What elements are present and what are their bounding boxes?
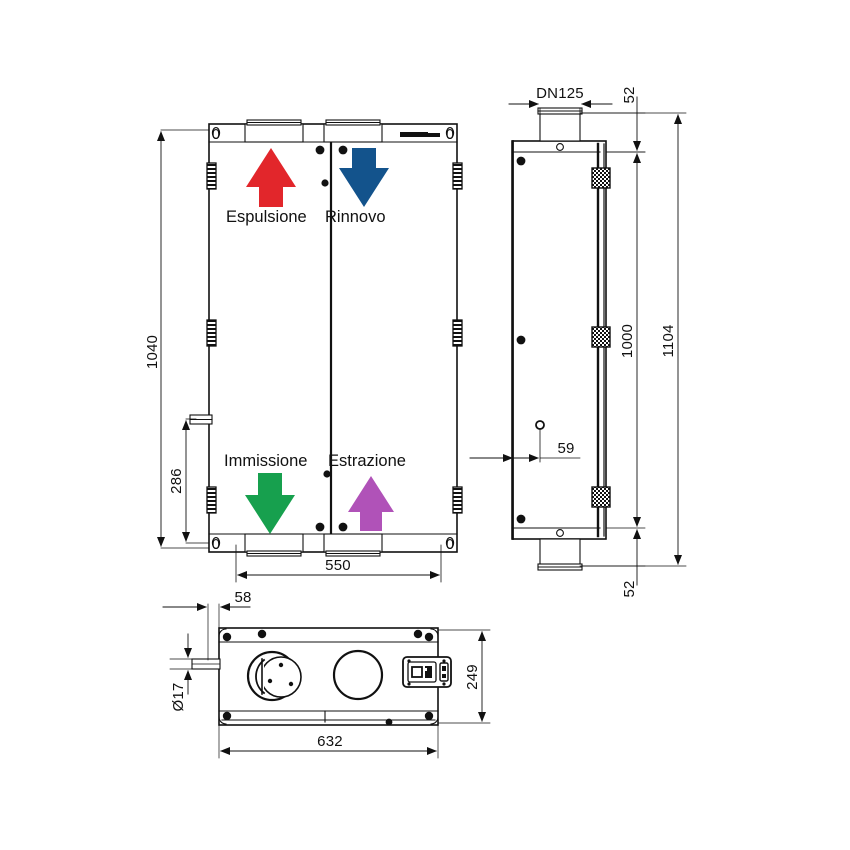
side-top-duct [537,107,583,142]
front-hinge-right-middle [452,319,463,347]
dim-58: 58 [162,589,251,661]
front-fixing-dots [315,145,348,532]
dim-52-bottom-text: 52 [621,580,638,597]
front-hinge-left-middle [206,319,217,347]
dim-d17-text: Ø17 [170,683,187,712]
dim-52-top-text: 52 [621,86,638,103]
dim-dn125: DN125 [508,85,613,132]
dim-632-text: 632 [317,733,343,750]
front-hinge-right-bottom [452,486,463,514]
dim-550: 550 [235,544,442,583]
dim-632: 632 [218,722,439,759]
side-fixings [516,143,564,537]
plan-control-panel [402,656,452,688]
dim-286: 286 [168,418,210,544]
dim-1000-text: 1000 [619,324,636,358]
front-hinge-right-top [452,162,463,190]
front-corner-zero-tr: 0 [446,126,455,143]
front-corner-zero-bl: 0 [212,536,221,553]
dim-550-text: 550 [325,557,351,574]
dim-dn125-text: DN125 [536,85,584,102]
dim-1040: 1040 [144,129,210,549]
dim-1104: 1104 [581,112,687,567]
arrow-immissione [245,473,295,534]
front-corner-zero-tl: 0 [212,126,221,143]
label-rinnovo: Rinnovo [325,208,386,226]
front-top-fitting [400,132,440,137]
side-latch-bottom [591,486,611,508]
dim-52-bottom: 52 [579,529,646,598]
side-latch-middle [591,326,611,348]
dim-249-text: 249 [464,664,481,690]
dim-59: 59 [469,428,581,463]
front-corner-marks [211,127,455,549]
arrow-espulsione [246,148,296,207]
dim-1104-text: 1104 [660,324,677,357]
side-bottom-duct [537,538,583,571]
plan-round-port [332,649,384,701]
front-corner-zero-br: 0 [446,536,455,553]
front-bottom-duct-left [244,533,304,557]
front-hinge-left-bottom [206,486,217,514]
label-immissione: Immissione [224,452,307,470]
plan-corner-caps [218,628,439,725]
front-top-duct-left [244,119,304,143]
dim-58-text: 58 [234,589,251,606]
arrow-rinnovo [339,148,389,207]
plan-view: 58 Ø17 249 632 [162,589,491,759]
dim-249: 249 [437,629,491,724]
label-espulsione: Espulsione [226,208,307,226]
label-estrazione: Estrazione [328,452,406,470]
front-bottom-duct-right [323,533,383,557]
front-body-outline [208,123,458,553]
front-top-duct-right [323,119,383,143]
front-side-spigot [189,414,213,425]
dim-d17: Ø17 [169,633,196,712]
dim-59-text: 59 [557,440,574,457]
front-view: Espulsione Rinnovo Immissione Estrazione… [144,119,463,583]
dim-286-text: 286 [168,468,185,494]
dim-1040-text: 1040 [144,335,161,369]
front-hinge-left-top [206,162,217,190]
plan-fixing-dots [222,629,434,726]
arrow-estrazione [348,476,394,531]
plan-fan-port [246,650,302,702]
dim-1000: 1000 [605,151,646,529]
plan-left-bracket [191,658,221,670]
side-latch-top [591,167,611,189]
side-view: DN125 52 1000 52 1104 [469,85,687,598]
